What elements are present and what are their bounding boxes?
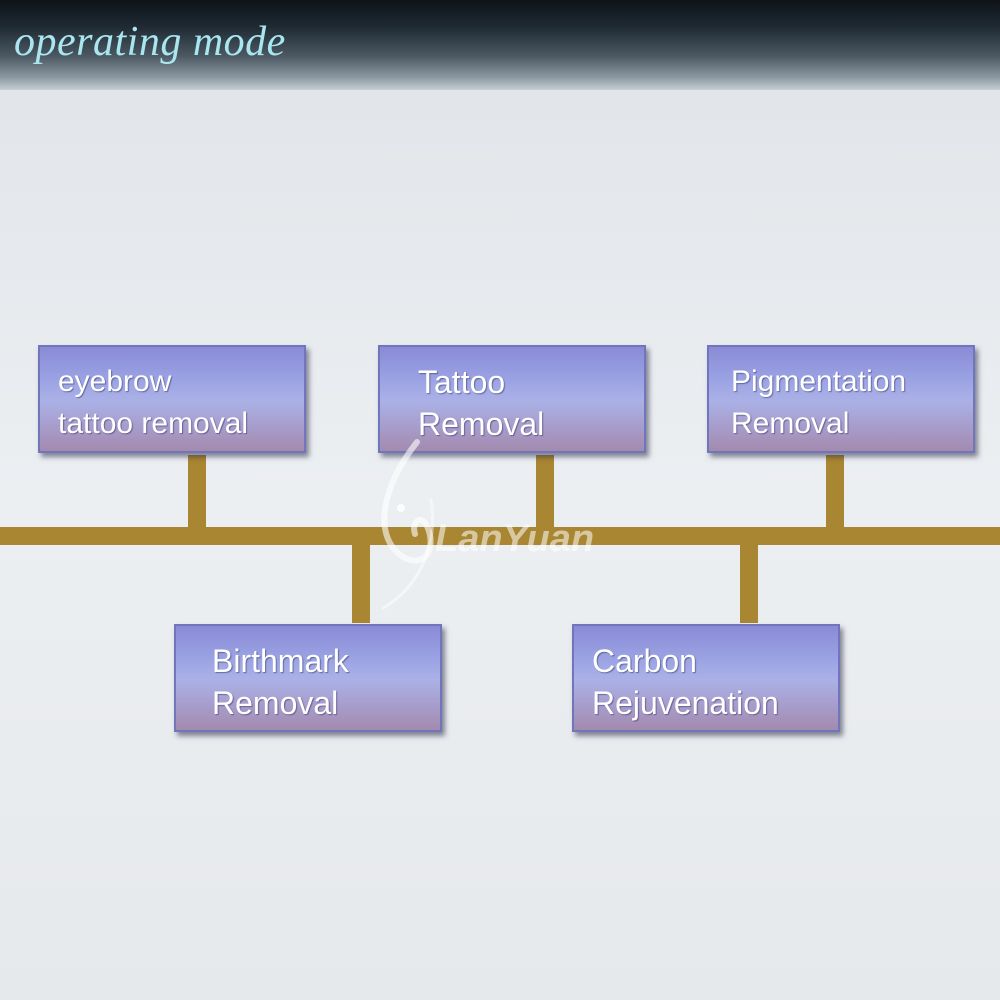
mode-label-line2: Rejuvenation <box>592 685 779 721</box>
connector-pigmentation <box>826 455 844 529</box>
mode-box-eyebrow-tattoo-removal[interactable]: eyebrow tattoo removal <box>38 345 306 453</box>
mode-label-line1: eyebrow <box>58 365 172 398</box>
mode-label-line2: tattoo removal <box>58 407 249 440</box>
header-bar: operating mode <box>0 0 1000 90</box>
diagram-canvas <box>0 90 1000 1000</box>
connector-tattoo <box>536 455 554 529</box>
connector-birthmark <box>352 543 370 623</box>
main-bus-line <box>0 527 1000 545</box>
mode-label-line2: Removal <box>212 685 339 721</box>
mode-box-pigmentation-removal[interactable]: Pigmentation Removal <box>707 345 975 453</box>
page-title: operating mode <box>14 19 286 65</box>
mode-label-line1: Birthmark <box>212 643 349 679</box>
mode-label-line1: Carbon <box>592 643 697 679</box>
connector-carbon <box>740 543 758 623</box>
mode-label-line2: Removal <box>418 406 545 442</box>
mode-box-carbon-rejuvenation[interactable]: Carbon Rejuvenation <box>572 624 840 732</box>
mode-box-tattoo-removal[interactable]: Tattoo Removal <box>378 345 646 453</box>
mode-label-line1: Pigmentation <box>731 365 907 398</box>
mode-label-line1: Tattoo <box>418 364 506 400</box>
mode-box-birthmark-removal[interactable]: Birthmark Removal <box>174 624 442 732</box>
connector-eyebrow <box>188 455 206 529</box>
mode-label-line2: Removal <box>731 407 850 440</box>
